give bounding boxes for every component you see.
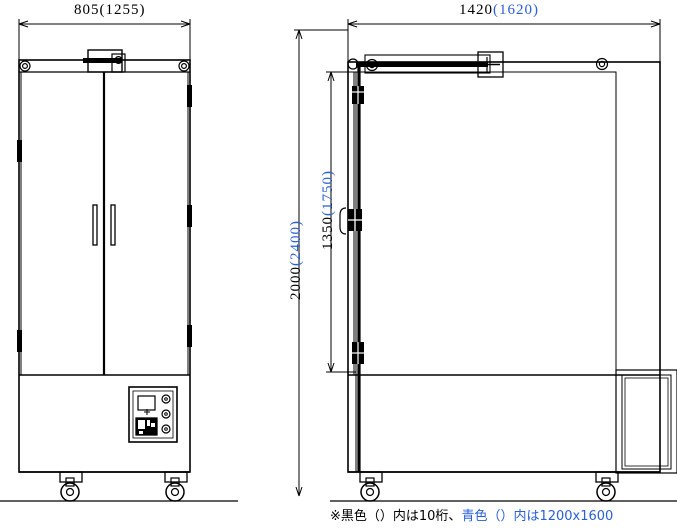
control-knob-2[interactable] [161, 409, 171, 419]
caster-front-left [59, 471, 83, 502]
dim-text-height-outer: 2000(2400) [288, 220, 305, 300]
top-fastener-right [178, 60, 190, 72]
control-panel-keypad[interactable] [135, 417, 158, 436]
footnote-black-part: ※黒色（）内は10桁、 [330, 509, 462, 524]
hinge-side-lower [352, 342, 364, 364]
dim-value-height-inner-main: 1350 [320, 216, 336, 250]
dim-value-width-right-paren: (1620) [493, 2, 539, 18]
dim-value-width-left-main: 805 [74, 2, 100, 18]
dim-value-height-outer-main: 2000 [288, 266, 304, 300]
hinge-front-right-middle [187, 205, 192, 227]
hinge-front-right-lower [187, 325, 192, 347]
hinge-side-upper [352, 86, 364, 104]
top-rod-assembly [356, 51, 504, 78]
footnote-blue-part: 青色（）内は1200x1600 [461, 509, 614, 524]
dim-text-width-left: 805(1255) [74, 2, 146, 19]
dim-line-width-left [18, 19, 191, 60]
control-panel[interactable] [128, 386, 178, 443]
top-mounted-box [83, 49, 126, 73]
control-panel-display [137, 395, 156, 411]
caster-side-right [595, 471, 619, 502]
dim-value-height-outer-paren: (2400) [288, 220, 304, 266]
door-handle-right[interactable] [110, 204, 116, 246]
hinge-front-left-lower [17, 330, 22, 352]
dim-line-width-right [347, 19, 661, 62]
side-grille-panel [615, 369, 677, 474]
side-fastener-right [595, 57, 609, 71]
dim-value-width-left-paren: (1255) [99, 2, 146, 18]
dim-value-height-inner-paren: (1750) [320, 170, 336, 216]
control-knob-3[interactable] [161, 424, 171, 434]
dim-text-height-inner: 1350(1750) [320, 170, 337, 250]
control-knob-1[interactable] [161, 394, 171, 404]
caster-side-left [359, 471, 383, 502]
latch-side-middle[interactable] [339, 207, 362, 235]
dim-value-width-right-main: 1420 [459, 2, 493, 18]
top-fastener-left [19, 60, 31, 72]
front-view [17, 19, 192, 502]
dim-line-height-outer [294, 29, 348, 497]
side-view [339, 19, 677, 502]
footnote: ※黒色（）内は10桁、青色（）内は1200x1600 [330, 505, 613, 524]
hinge-front-left-upper [17, 140, 22, 162]
door-handle-left[interactable] [92, 204, 98, 246]
caster-front-right [164, 471, 188, 502]
dim-text-width-right: 1420(1620) [459, 2, 539, 19]
dim-line-height-inner [326, 71, 356, 373]
hinge-front-right-upper [187, 85, 192, 107]
